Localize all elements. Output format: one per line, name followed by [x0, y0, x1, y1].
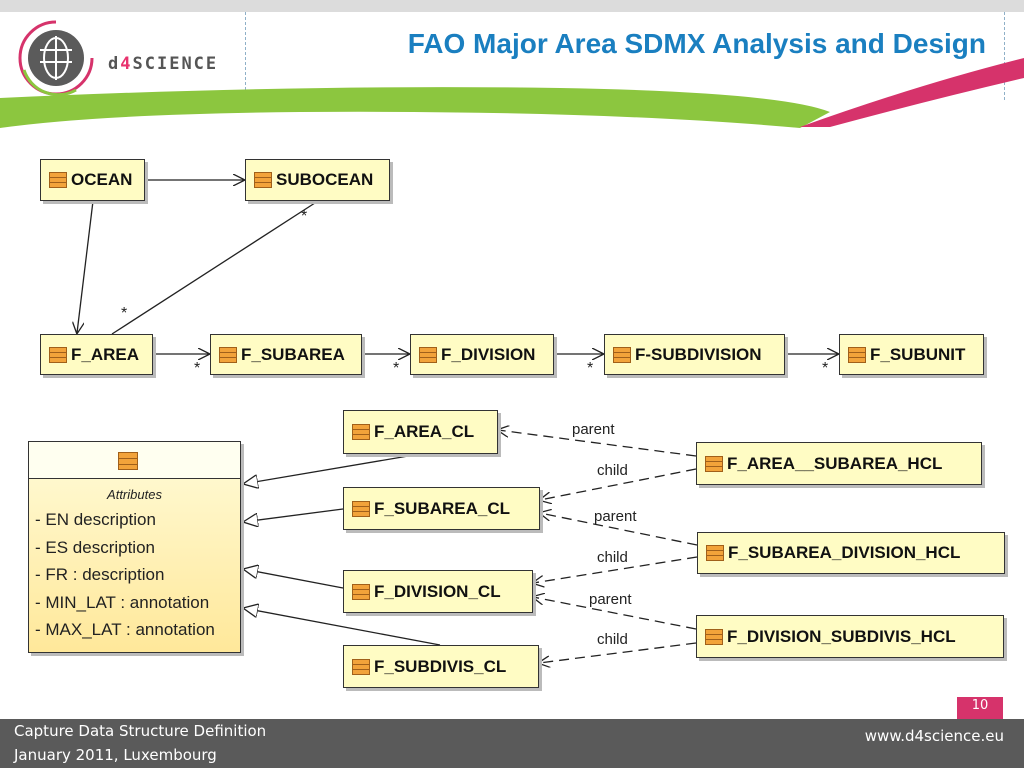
- class-label: F_DIVISION: [441, 344, 536, 364]
- dep-hcl3-parent: [533, 597, 697, 630]
- attribute-item: - ES description: [35, 537, 155, 557]
- class-hcl-subarea-division[interactable]: F_SUBAREA_DIVISION_HCL: [697, 532, 1005, 574]
- uml-connectors: [0, 0, 1024, 719]
- multiplicity-farea-top: *: [121, 305, 128, 322]
- generalization-fdivision-cl: [243, 569, 344, 589]
- attribute-item: - MAX_LAT : annotation: [35, 620, 215, 639]
- class-subocean[interactable]: SUBOCEAN: [245, 159, 390, 201]
- multiplicity-fsubdivision: *: [587, 360, 594, 377]
- class-f-subunit[interactable]: F_SUBUNIT: [839, 334, 984, 375]
- class-f-subdivision[interactable]: F-SUBDIVISION: [604, 334, 785, 375]
- class-attribute-superclass[interactable]: Attributes - EN description - ES descrip…: [28, 441, 241, 653]
- class-f-area[interactable]: F_AREA: [40, 334, 153, 375]
- class-icon: [254, 172, 272, 188]
- role-label-child: child: [597, 549, 628, 566]
- role-label-child: child: [597, 462, 628, 479]
- class-icon: [352, 658, 370, 675]
- header-swoosh: [0, 58, 1024, 128]
- class-label: F_SUBAREA_CL: [374, 498, 511, 518]
- class-icon: [419, 346, 437, 363]
- dep-hcl2-child: [533, 556, 698, 583]
- attribute-list: - EN description - ES description - FR :…: [29, 506, 240, 644]
- class-hcl-division-subdivis[interactable]: F_DIVISION_SUBDIVIS_HCL: [696, 615, 1004, 658]
- header-divider-left: [245, 12, 246, 100]
- class-label: F_AREA__SUBAREA_HCL: [727, 453, 943, 473]
- footer-url-link[interactable]: www.d4science.eu: [864, 727, 1004, 745]
- page-number-badge: 10: [957, 697, 1003, 719]
- class-icon: [352, 500, 370, 517]
- class-f-subarea[interactable]: F_SUBAREA: [210, 334, 362, 375]
- dep-hcl2-parent: [540, 513, 698, 546]
- role-label-parent: parent: [572, 421, 615, 438]
- class-label: F-SUBDIVISION: [635, 344, 762, 364]
- header-divider-right: [1004, 12, 1005, 100]
- class-label: F_SUBDIVIS_CL: [374, 656, 507, 676]
- class-label: F_AREA_CL: [374, 422, 475, 441]
- class-f-division-cl[interactable]: F_DIVISION_CL: [343, 570, 533, 613]
- d4science-globe-icon: [16, 18, 96, 98]
- multiplicity-fdivision: *: [393, 360, 400, 377]
- class-icon: [848, 346, 866, 363]
- class-ocean[interactable]: OCEAN: [40, 159, 145, 201]
- footer-line-1: Capture Data Structure Definition: [14, 722, 267, 740]
- class-f-area-cl[interactable]: F_AREA_CL: [343, 410, 498, 454]
- role-label-parent: parent: [589, 591, 632, 608]
- top-bar: [0, 0, 1024, 12]
- slide-title: FAO Major Area SDMX Analysis and Design: [407, 28, 986, 59]
- class-f-subdivis-cl[interactable]: F_SUBDIVIS_CL: [343, 645, 539, 688]
- class-label: F_SUBAREA: [241, 344, 345, 364]
- role-label-parent: parent: [594, 508, 637, 525]
- class-label: F_DIVISION_SUBDIVIS_HCL: [727, 626, 956, 646]
- generalization-farea-cl: [243, 453, 421, 484]
- multiplicity-fsubunit: *: [822, 360, 829, 377]
- class-label: SUBOCEAN: [276, 170, 374, 189]
- multiplicity-subocean: *: [301, 208, 308, 225]
- footer-line-2: January 2011, Luxembourg: [14, 746, 217, 764]
- class-label: F_DIVISION_CL: [374, 581, 501, 601]
- class-header: [29, 442, 240, 479]
- attributes-section-label: Attributes: [107, 487, 162, 502]
- dep-hcl1-parent: [498, 430, 697, 457]
- dep-hcl3-child: [539, 642, 697, 663]
- class-f-subarea-cl[interactable]: F_SUBAREA_CL: [343, 487, 540, 530]
- generalization-fsubdivis-cl: [243, 608, 441, 646]
- class-f-division[interactable]: F_DIVISION: [410, 334, 554, 375]
- class-label: OCEAN: [71, 170, 133, 189]
- attribute-item: - EN description: [35, 510, 156, 529]
- class-icon: [118, 452, 138, 470]
- footer-bar: Capture Data Structure Definition Januar…: [0, 719, 1024, 768]
- dep-hcl1-child: [540, 468, 697, 500]
- class-icon: [352, 424, 370, 440]
- role-label-child: child: [597, 631, 628, 648]
- class-hcl-area-subarea[interactable]: F_AREA__SUBAREA_HCL: [696, 442, 982, 485]
- assoc-subocean-farea: [111, 200, 319, 335]
- class-icon: [613, 346, 631, 363]
- class-icon: [49, 172, 67, 188]
- generalization-fsubarea-cl: [243, 508, 344, 522]
- attribute-item: - FR : description: [35, 565, 165, 584]
- class-label: F_SUBAREA_DIVISION_HCL: [728, 543, 961, 562]
- class-icon: [705, 455, 723, 472]
- class-label: F_SUBUNIT: [870, 344, 966, 364]
- class-icon: [352, 583, 370, 600]
- attribute-item: - MIN_LAT : annotation: [35, 592, 210, 612]
- class-icon: [49, 346, 67, 363]
- class-icon: [219, 346, 237, 363]
- class-icon: [705, 628, 723, 645]
- class-label: F_AREA: [71, 344, 140, 364]
- multiplicity-fsubarea: *: [194, 360, 201, 377]
- assoc-ocean-farea: [77, 200, 94, 333]
- class-icon: [706, 545, 724, 561]
- d4science-logo-text: d4SCIENCE: [108, 54, 219, 74]
